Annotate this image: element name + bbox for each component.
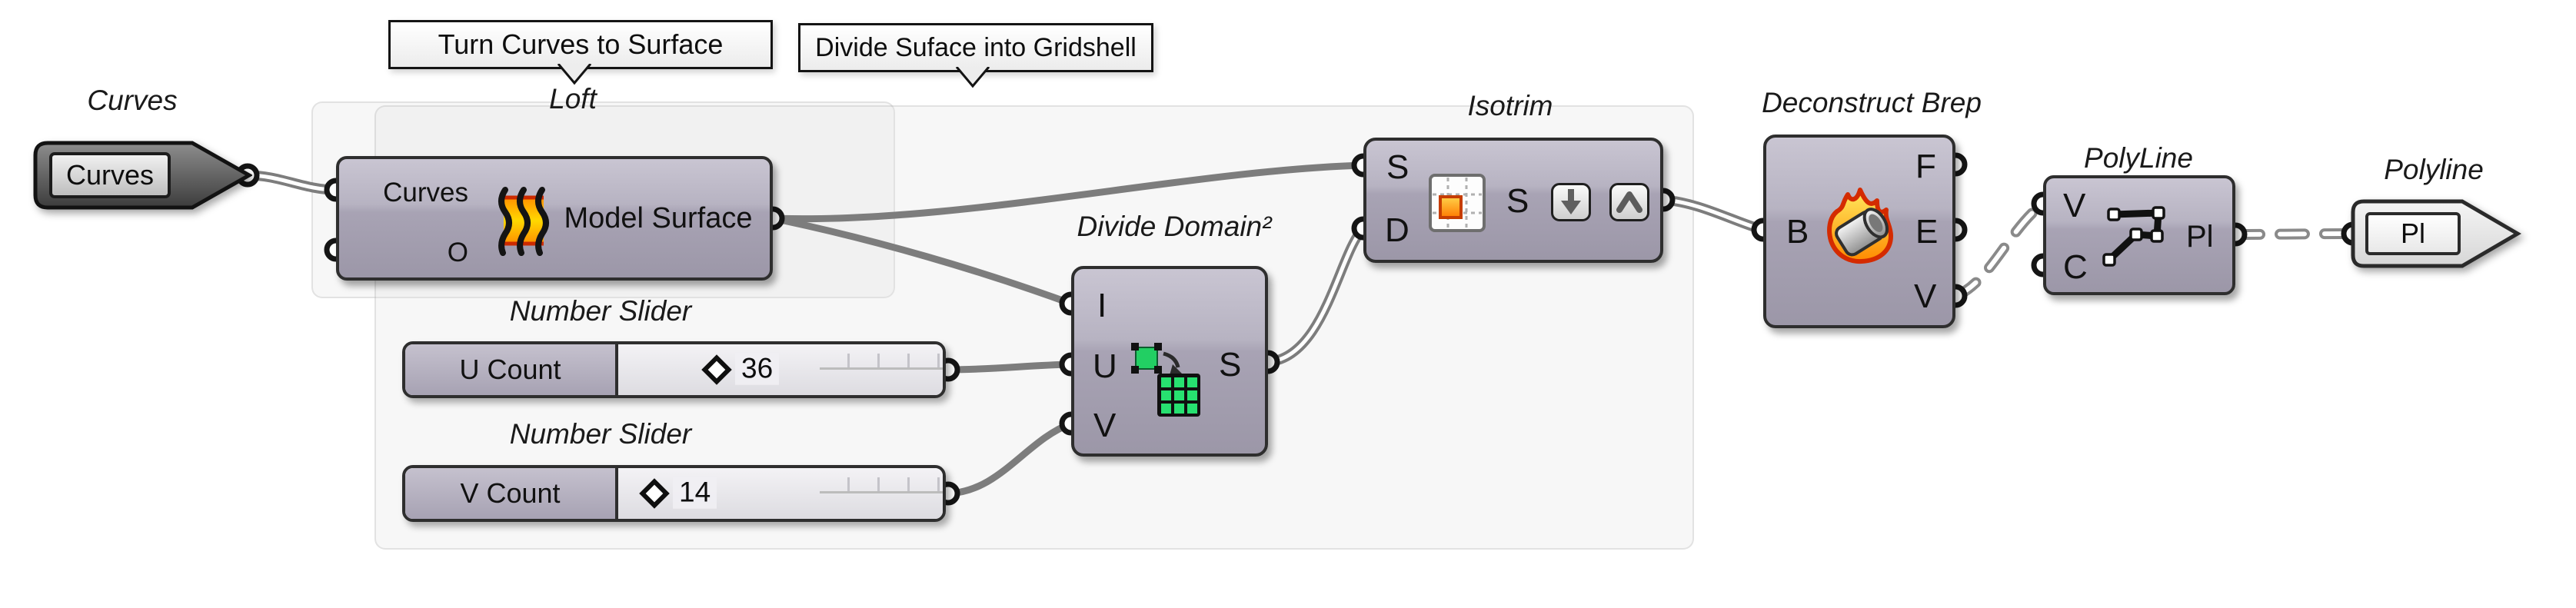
u-count-slider-track[interactable]: 36 [618, 344, 943, 395]
u-count-value: 36 [735, 352, 780, 385]
isotrim-input-d: D [1385, 211, 1409, 250]
deconstruct-brep-title: Deconstruct Brep [1762, 87, 1982, 118]
balloon-turn-curves-text: Turn Curves to Surface [438, 28, 724, 60]
balloon-divide-surface-text: Divide Suface into Gridshell [815, 32, 1137, 62]
polyline-param-title: Polyline [2384, 154, 2484, 185]
polyline-param-shape [2351, 199, 2521, 268]
polyline-icon [2102, 206, 2165, 267]
divide-domain-icon [1131, 343, 1200, 417]
flatten-arrow-icon [1561, 189, 1581, 214]
slider-v-title: Number Slider [509, 418, 692, 450]
u-count-slider[interactable]: U Count 36 [402, 341, 946, 398]
v-count-value: 14 [673, 476, 717, 509]
loft-icon [498, 187, 549, 256]
wire-vslider-to-dividedomain[interactable] [944, 420, 1075, 497]
divide-domain-input-i: I [1097, 287, 1107, 325]
curves-param-value: Curves [65, 159, 155, 191]
wire-loft-to-dividedomain[interactable] [769, 214, 1075, 307]
deconstruct-brep-icon [1827, 188, 1893, 264]
balloon-tail [557, 64, 592, 85]
polyline-param[interactable]: Pl [2345, 197, 2522, 271]
v-count-slider-name[interactable]: V Count [405, 468, 618, 519]
curves-param-title: Curves [87, 85, 178, 116]
deconstruct-brep-component[interactable]: B F E V [1763, 135, 1955, 328]
slider-groove [820, 477, 943, 493]
isotrim-icon [1429, 174, 1486, 232]
divide-domain-input-u: U [1093, 347, 1117, 386]
graft-button[interactable] [1609, 183, 1649, 221]
loft-component[interactable]: Curves O Model Surface [336, 156, 773, 281]
loft-input-curves-label: Curves [383, 177, 468, 208]
divide-domain-output-s: S [1219, 346, 1242, 384]
wire-brep-to-polyline-core [1953, 201, 2045, 298]
slider-u-title: Number Slider [509, 295, 692, 327]
balloon-divide-surface[interactable]: Divide Suface into Gridshell [798, 23, 1153, 88]
v-count-slider-track[interactable]: 14 [618, 468, 943, 519]
polyline-component-title: PolyLine [2084, 142, 2193, 174]
divide-domain-title: Divide Domain² [1077, 211, 1272, 242]
curves-param[interactable]: Curves [28, 138, 254, 212]
polyline-input-v: V [2063, 187, 2086, 225]
brep-output-f: F [1915, 148, 1936, 186]
divide-domain-input-v: V [1093, 407, 1117, 445]
polyline-component[interactable]: V C Pl [2043, 175, 2235, 295]
slider-groove [820, 354, 943, 370]
flatten-button[interactable] [1551, 183, 1591, 221]
slider-handle[interactable] [639, 478, 670, 509]
curves-param-shape [33, 141, 254, 210]
wire-uslider-to-dividedomain[interactable] [944, 360, 1075, 374]
brep-output-e: E [1915, 213, 1939, 251]
loft-input-options-label: O [447, 237, 468, 267]
wire-dividedomain-to-isotrim-core [1266, 226, 1366, 364]
isotrim-title: Isotrim [1467, 90, 1553, 121]
u-count-slider-name[interactable]: U Count [405, 344, 618, 395]
balloon-turn-curves[interactable]: Turn Curves to Surface [388, 20, 773, 85]
isotrim-output-s: S [1506, 182, 1529, 221]
slider-handle[interactable] [701, 354, 732, 385]
isotrim-component[interactable]: S D S [1363, 138, 1663, 263]
graft-chevron-icon [1616, 191, 1642, 213]
loft-display-name: Model Surface [564, 201, 753, 234]
brep-output-v: V [1914, 277, 1937, 316]
polyline-input-c: C [2063, 248, 2088, 287]
isotrim-input-s: S [1386, 148, 1409, 187]
polyline-param-value: Pl [2400, 218, 2425, 249]
brep-input-b: B [1786, 213, 1809, 251]
v-count-slider[interactable]: V Count 14 [402, 465, 946, 522]
wire-loft-to-isotrim[interactable] [769, 161, 1367, 223]
divide-domain-component[interactable]: I U V S [1071, 266, 1268, 457]
balloon-tail [955, 67, 990, 88]
loft-title: Loft [549, 83, 597, 115]
polyline-output-pl: Pl [2186, 220, 2214, 254]
